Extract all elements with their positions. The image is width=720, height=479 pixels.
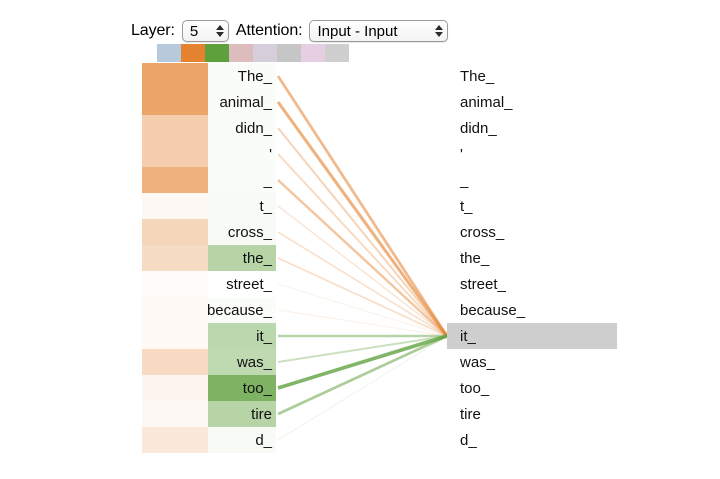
- attention-weight-heatmap-column: [142, 63, 208, 479]
- source-token[interactable]: the_: [208, 245, 276, 271]
- heat-cell: [142, 193, 208, 219]
- target-token[interactable]: cross_: [460, 223, 505, 241]
- layer-select[interactable]: 5: [181, 20, 229, 42]
- target-token[interactable]: _: [460, 171, 469, 189]
- heat-cell: [142, 427, 208, 453]
- attention-line: [277, 309, 448, 337]
- head-swatch-4[interactable]: [253, 44, 277, 62]
- target-token[interactable]: The_: [460, 67, 495, 85]
- attention-line: [276, 75, 449, 337]
- target-token[interactable]: was_: [460, 353, 496, 371]
- attention-visualization: The_animal_didn_'_t_cross_the_street_bec…: [142, 63, 617, 453]
- source-token[interactable]: The_: [208, 63, 276, 89]
- attention-stepper-icon[interactable]: [435, 25, 444, 37]
- head-swatch-0[interactable]: [157, 44, 181, 62]
- attention-line: [277, 231, 448, 337]
- source-token[interactable]: street_: [208, 271, 276, 297]
- attention-line: [277, 335, 448, 363]
- heat-cell: [142, 271, 208, 297]
- source-token[interactable]: ': [208, 141, 276, 167]
- attention-line: [277, 283, 448, 337]
- heat-cell: [142, 89, 208, 115]
- source-token[interactable]: animal_: [208, 89, 276, 115]
- heat-cell: [142, 323, 208, 349]
- attention-head-selector[interactable]: [157, 44, 349, 62]
- heat-cell: [142, 115, 208, 141]
- source-token[interactable]: didn_: [208, 115, 276, 141]
- source-token[interactable]: because_: [207, 297, 276, 323]
- layer-label: Layer:: [131, 22, 175, 39]
- target-token[interactable]: too_: [460, 379, 490, 397]
- target-token[interactable]: because_: [460, 301, 526, 319]
- target-token[interactable]: t_: [460, 197, 473, 215]
- heat-cell: [142, 401, 208, 427]
- attention-line: [277, 334, 448, 390]
- source-token[interactable]: it_: [208, 323, 276, 349]
- source-token[interactable]: too_: [208, 375, 276, 401]
- target-token[interactable]: the_: [460, 249, 490, 267]
- attention-line: [277, 335, 448, 441]
- source-token[interactable]: was_: [208, 349, 276, 375]
- source-token[interactable]: d_: [208, 427, 276, 453]
- attention-line: [277, 257, 448, 337]
- attention-line: [277, 205, 448, 337]
- target-token[interactable]: d_: [460, 431, 477, 449]
- source-token[interactable]: cross_: [208, 219, 276, 245]
- heat-cell: [142, 167, 208, 193]
- attention-select[interactable]: Input - Input: [309, 20, 449, 42]
- heat-cell: [142, 349, 208, 375]
- target-token[interactable]: ': [460, 145, 463, 163]
- target-token[interactable]: didn_: [460, 119, 497, 137]
- target-token-column[interactable]: The_ animal_ didn_ ' _ t_ cross_ the_ street_bec…: [447, 63, 617, 453]
- target-token[interactable]: animal_: [460, 93, 513, 111]
- heat-cell: [142, 63, 208, 89]
- head-swatch-7[interactable]: [325, 44, 349, 62]
- attention-line: [276, 101, 449, 337]
- source-token[interactable]: _: [208, 167, 276, 193]
- head-swatch-6[interactable]: [301, 44, 325, 62]
- head-swatch-3[interactable]: [229, 44, 253, 62]
- target-token[interactable]: street_: [460, 275, 506, 293]
- head-swatch-1[interactable]: [181, 44, 205, 62]
- controls-toolbar: Layer: 5 Attention: Input - Input: [131, 17, 449, 45]
- heat-cell: [142, 297, 208, 323]
- layer-stepper-icon[interactable]: [215, 25, 224, 37]
- head-swatch-2[interactable]: [205, 44, 229, 62]
- heat-cell: [142, 375, 208, 401]
- head-swatch-5[interactable]: [277, 44, 301, 62]
- attention-line: [277, 127, 448, 337]
- attention-label: Attention:: [235, 22, 303, 39]
- heat-cell: [142, 245, 208, 271]
- heat-cell: [142, 141, 208, 167]
- source-token[interactable]: tire: [208, 401, 276, 427]
- layer-select-value: 5: [189, 22, 199, 40]
- attention-line: [277, 179, 448, 337]
- source-token[interactable]: t_: [208, 193, 276, 219]
- heat-cell: [142, 219, 208, 245]
- attention-line: [277, 334, 448, 416]
- heat-cell: [142, 453, 208, 479]
- attention-select-value: Input - Input: [317, 22, 398, 40]
- source-token[interactable]: [208, 453, 276, 479]
- attention-line: [277, 153, 448, 337]
- target-token[interactable]: it_: [447, 323, 617, 349]
- source-token-column[interactable]: The_animal_didn_'_t_cross_the_street_bec…: [207, 63, 276, 479]
- target-token[interactable]: tire: [460, 405, 481, 423]
